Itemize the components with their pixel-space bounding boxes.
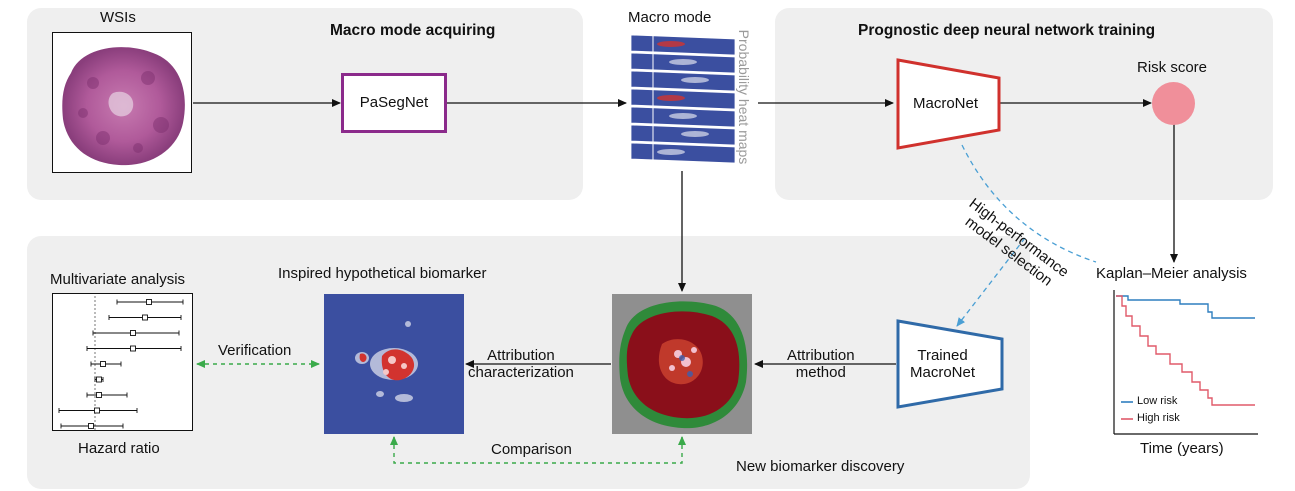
- forest-estimate-box: [146, 299, 152, 305]
- attribution-char-line2: characterization: [468, 364, 574, 382]
- macro-mode-label: Macro mode: [628, 9, 712, 26]
- comparison-connector: [393, 437, 683, 464]
- forest-estimate-box: [96, 376, 102, 383]
- trained-line2: MacroNet: [910, 364, 976, 382]
- pasegnet-box: PaSegNet: [341, 73, 447, 133]
- attribution-method-line2: method: [795, 364, 846, 382]
- forest-estimate-box: [130, 330, 136, 336]
- heatmap-hotspot: [669, 59, 697, 65]
- biomarker-heatmap: [324, 294, 464, 434]
- km-title: Kaplan–Meier analysis: [1096, 265, 1247, 282]
- verification-label: Verification: [218, 342, 292, 359]
- forest-estimate-box: [94, 407, 100, 414]
- forest-estimate-box: [100, 361, 106, 367]
- hazard-ratio-label: Hazard ratio: [78, 440, 160, 457]
- attribution-method-line1: Attribution: [787, 347, 855, 364]
- arrow-selection-to-trained: [956, 237, 1026, 327]
- heatmap-hotspot: [681, 77, 709, 83]
- forest-estimate-box: [88, 423, 94, 429]
- low-risk-curve: [1116, 295, 1255, 319]
- forest-estimate-box: [96, 392, 102, 398]
- prognostic-training-title: Prognostic deep neural network training: [858, 22, 1156, 39]
- forest-plot: [52, 293, 193, 431]
- wsi-thumbnail: [52, 32, 192, 173]
- attribution-char-line1: Attribution: [487, 347, 555, 364]
- macronet-label: MacroNet: [913, 95, 979, 112]
- heatmap-hotspot: [657, 149, 685, 155]
- km-xlabel: Time (years): [1140, 440, 1224, 457]
- biomarker-discovery-panel: [27, 236, 1030, 489]
- comparison-label: Comparison: [491, 441, 572, 458]
- forest-estimate-box: [142, 314, 148, 321]
- attribution-method-label: Attribution method: [787, 347, 855, 382]
- wsi-label: WSIs: [100, 9, 136, 26]
- forest-plot-marks: [58, 296, 184, 430]
- heatmap-hotspot: [681, 131, 709, 137]
- attribution-characterization-label: Attribution characterization: [468, 347, 574, 382]
- pasegnet-label: PaSegNet: [359, 94, 429, 112]
- risk-score-circle: [1152, 82, 1195, 125]
- trained-macronet-label: Trained MacroNet: [910, 347, 975, 382]
- trained-line1: Trained: [917, 347, 968, 364]
- risk-score-label: Risk score: [1137, 59, 1208, 76]
- macro-mode-acquiring-title: Macro mode acquiring: [330, 22, 496, 39]
- legend-low-risk: Low risk: [1137, 395, 1178, 407]
- high-risk-curve: [1116, 295, 1255, 406]
- biomarker-title: Inspired hypothetical biomarker: [278, 265, 487, 282]
- forest-estimate-box: [130, 345, 136, 352]
- new-biomarker-discovery-label: New biomarker discovery: [736, 458, 905, 475]
- heatmap-hotspot: [657, 95, 685, 101]
- legend-high-risk: High risk: [1137, 412, 1180, 424]
- attribution-map: [612, 294, 752, 434]
- heatmap-hotspot: [669, 113, 697, 119]
- heatmap-hotspot: [657, 41, 685, 47]
- multivariate-title: Multivariate analysis: [50, 271, 186, 288]
- model-selection-arc: [961, 144, 1097, 263]
